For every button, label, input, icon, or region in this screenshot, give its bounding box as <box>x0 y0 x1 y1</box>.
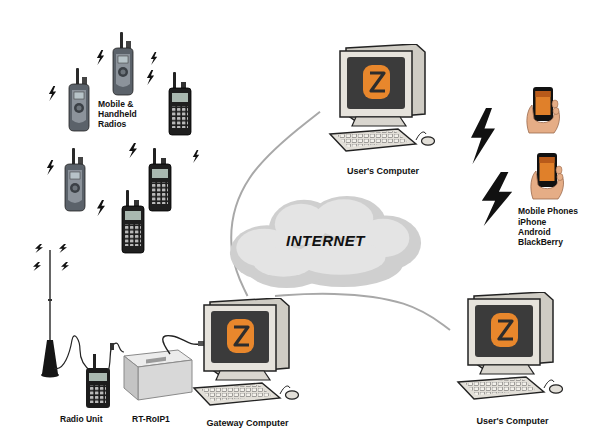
handheld-radios <box>65 32 191 253</box>
user-computer-right <box>458 292 563 399</box>
mobile-phones <box>471 87 564 226</box>
node-caption: Gateway Computer <box>206 418 288 430</box>
internet-cloud: INTERNET <box>228 192 423 290</box>
antenna <box>33 244 92 378</box>
computer-node: User's Computer <box>450 288 575 428</box>
network-link <box>275 294 450 330</box>
gateway-computer <box>194 298 299 405</box>
radio-unit-label: Radio Unit <box>60 414 103 424</box>
phone-models-label: iPhone Android BlackBerry <box>518 217 568 247</box>
radio-signal-bolts <box>47 50 199 216</box>
radios-label: Mobile & Handheld Radios <box>98 99 152 129</box>
computer-node: User's Computer <box>320 40 446 178</box>
node-caption: User's Computer <box>476 416 548 428</box>
node-caption: INTERNET <box>286 232 365 250</box>
computer-node: Gateway Computer <box>185 296 310 430</box>
radio-unit <box>86 343 124 408</box>
device-label: RT-RoIP1 <box>132 414 170 424</box>
phones-label: Mobile Phones <box>518 206 578 216</box>
rt-roip1-device <box>124 336 207 400</box>
node-caption: User's Computer <box>347 166 419 178</box>
user-computer-top <box>330 44 435 151</box>
